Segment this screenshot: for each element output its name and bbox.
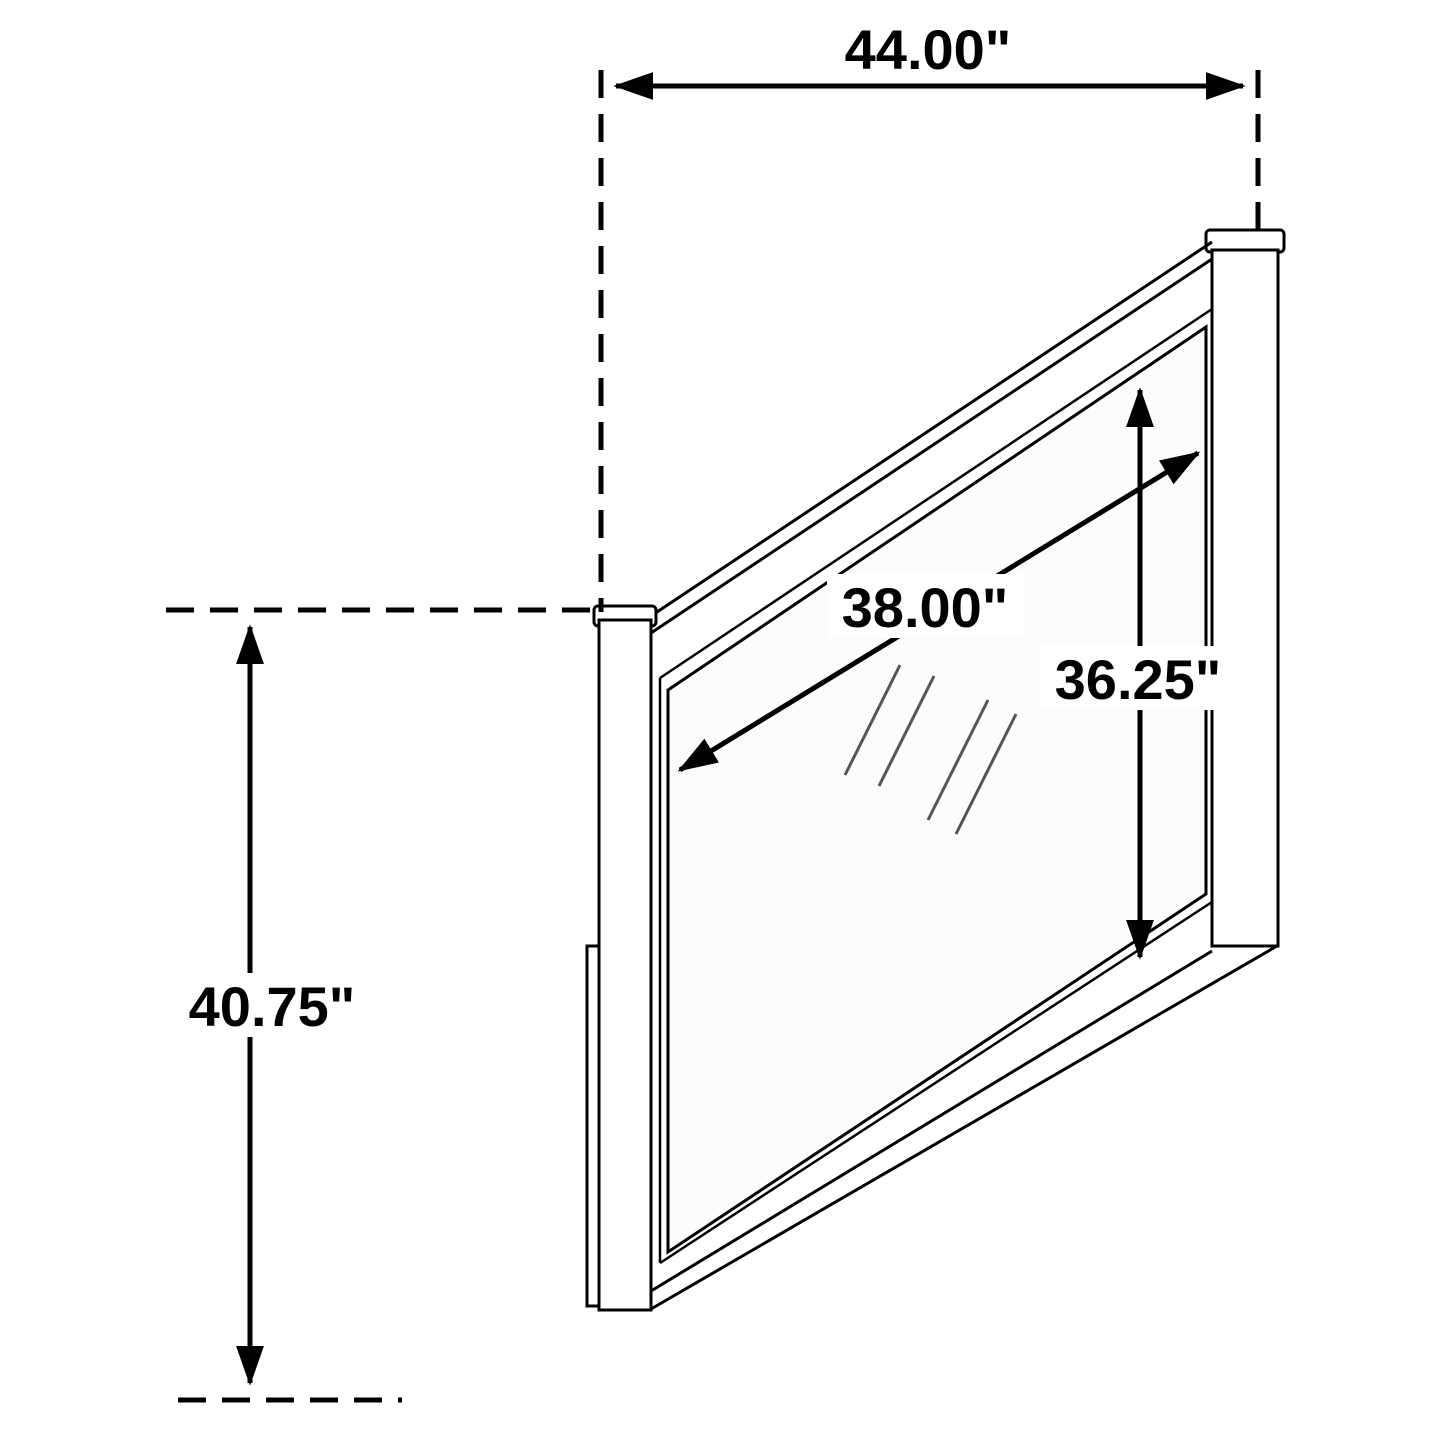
dimension-glass-width: 38.00" xyxy=(677,450,1201,773)
dimension-glass-height: 36.25" xyxy=(1040,387,1237,960)
mirror xyxy=(585,228,1286,1312)
dimension-overall-height: 40.75" xyxy=(166,607,596,1403)
label-backer-overall-height xyxy=(174,973,371,1037)
front-post-back-edge xyxy=(585,944,601,1308)
bottom-rail-inner-edge xyxy=(650,949,1213,1293)
frame-lip-bottom xyxy=(659,900,1213,1265)
mirror-glass xyxy=(666,324,1208,1255)
dimension-label-glass-height: 36.25" xyxy=(1055,648,1222,711)
label-backer-glass-height xyxy=(1040,646,1237,710)
bottom-rail-outer-edge xyxy=(650,944,1278,1311)
front-post xyxy=(597,618,653,1312)
rear-post xyxy=(1210,248,1280,948)
dimension-label-glass-width: 38.00" xyxy=(842,576,1009,639)
label-backer-glass-width xyxy=(827,574,1024,638)
dimension-overall-width: 44.00" xyxy=(598,18,1261,612)
dimension-label-overall-width: 44.00" xyxy=(845,18,1012,81)
dimension-label-overall-height: 40.75" xyxy=(189,975,356,1038)
